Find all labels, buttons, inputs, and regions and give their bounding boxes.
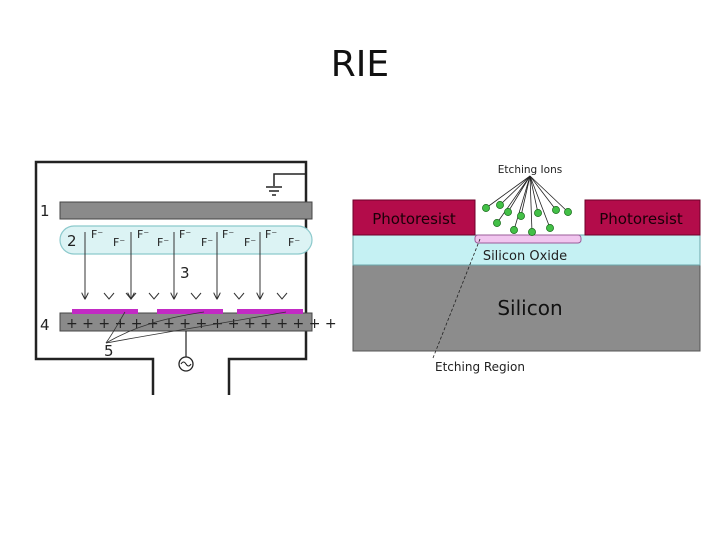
slide-title: RIE — [330, 44, 390, 85]
wafer — [72, 309, 138, 314]
photoresist-left-label: Photoresist — [372, 210, 456, 228]
ion-trajectories — [485, 175, 569, 233]
fluoride-ion: F⁻ — [294, 274, 296, 276]
etching-ion — [534, 209, 542, 217]
fluoride-ion: F⁻ — [137, 274, 139, 276]
etching-ion — [493, 219, 501, 227]
photoresist-left — [352, 199, 476, 236]
label-bottom-electrode: 4 — [40, 316, 50, 334]
top-electrode — [59, 201, 313, 220]
silicon-oxide-label: Silicon Oxide — [483, 249, 567, 264]
fluoride-ion: F⁻ — [91, 274, 93, 276]
fluoride-ion: F⁻ — [244, 236, 256, 249]
fluoride-ion: F⁻ — [137, 228, 149, 241]
fluoride-ion: F⁻ — [113, 236, 125, 249]
wafer — [237, 309, 303, 314]
wafer-leaders — [105, 311, 287, 344]
reactor-chamber: + + + + + + + + + + + + + + + + + F⁻ F⁻ … — [34, 160, 337, 395]
wafer — [157, 309, 223, 314]
label-plasma: 2 — [67, 232, 77, 250]
fluoride-ion: F⁻ — [223, 274, 225, 276]
fluoride-ion: F⁻ — [201, 236, 213, 249]
fluoride-ion: F⁻ — [179, 228, 191, 241]
ground-icon — [266, 186, 282, 196]
etching-ions-label: Etching Ions — [498, 164, 562, 176]
etching-region — [474, 234, 582, 244]
etching-ion — [482, 204, 490, 212]
silicon-layer — [352, 264, 701, 352]
fluoride-ion: F⁻ — [157, 236, 169, 249]
fluoride-ion: F⁻ — [91, 228, 103, 241]
etching-ion — [552, 206, 560, 214]
fluoride-ion: F⁻ — [265, 228, 277, 241]
plasma-region — [59, 225, 313, 255]
fluoride-ion: F⁻ — [266, 274, 268, 276]
ion-arrows — [85, 232, 260, 298]
etching-region-label: Etching Region — [435, 360, 525, 374]
positive-charges: + + + + + + + + + + + + + + + + + — [66, 316, 337, 332]
etch-cross-section: Etching Ions Photoresist Photoresist Sil… — [352, 164, 701, 374]
label-sheath: 3 — [180, 264, 190, 282]
label-wafer: 5 — [104, 342, 114, 360]
etching-ion — [517, 212, 525, 220]
silicon-label: Silicon — [497, 296, 562, 320]
etching-ions — [482, 201, 572, 236]
etching-ion — [528, 228, 536, 236]
sheath-chevrons — [103, 292, 288, 300]
label-top-electrode: 1 — [40, 202, 50, 220]
ground-wire — [273, 173, 305, 186]
etching-ion — [510, 226, 518, 234]
etching-ion — [496, 201, 504, 209]
ac-source-icon — [178, 356, 194, 372]
photoresist-right — [584, 199, 701, 236]
fluoride-ion: F⁻ — [288, 236, 300, 249]
etching-ion — [546, 224, 554, 232]
etching-ion — [564, 208, 572, 216]
etching-region-leader — [432, 238, 481, 359]
chamber-wall — [34, 160, 308, 395]
fluoride-ions: F⁻ F⁻ F⁻ F⁻ F⁻ F⁻ F⁻ F⁻ F⁻ F⁻ — [91, 228, 300, 249]
fluoride-ion: F⁻ — [222, 228, 234, 241]
etching-ion — [504, 208, 512, 216]
photoresist-right-label: Photoresist — [599, 210, 683, 228]
